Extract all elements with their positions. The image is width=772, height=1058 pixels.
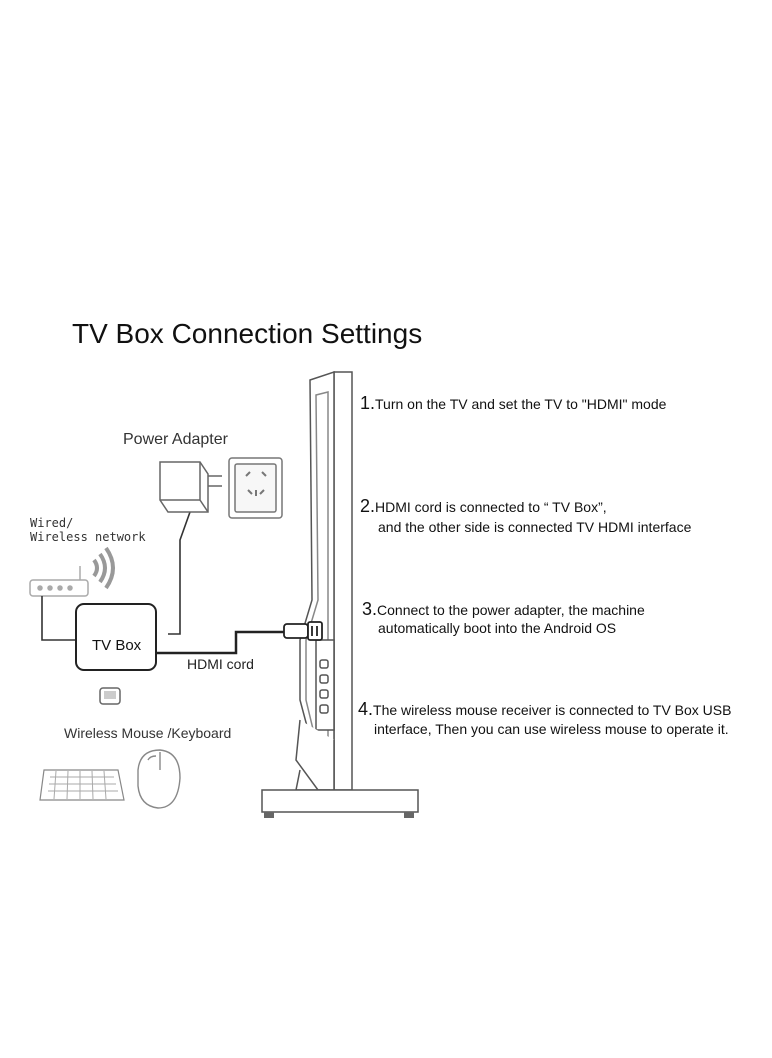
page-title: TV Box Connection Settings [72,318,423,349]
power-adapter-label: Power Adapter [123,431,228,448]
wired-network-label-line1: Wired/ [30,516,74,530]
step-4: 4.The wireless mouse receiver is connect… [358,699,731,720]
hdmi-plug-icon [283,621,323,641]
step-4-number: 4. [358,699,374,719]
step-2-line-1: HDMI cord is connected to “ TV Box”, [375,499,607,515]
step-1: 1.Turn on the TV and set the TV to "HDMI… [360,393,666,414]
wall-socket-icon [228,457,283,519]
step-2-line-2: and the other side is connected TV HDMI … [378,519,692,535]
step-4-line-2: interface, Then you can use wireless mou… [374,721,729,737]
step-3-line-2: automatically boot into the Android OS [378,620,617,636]
tv-box-label: TV Box [92,637,142,654]
step-2-number: 2. [360,496,376,516]
keyboard-icon [39,769,125,801]
tv-box-icon [75,603,157,671]
wireless-mouse-keyboard-label: Wireless Mouse /Keyboard [64,725,232,741]
tv-side-icon [261,370,419,818]
router-icon [29,566,89,597]
step-1-number: 1. [360,393,376,413]
power-cord [168,511,191,635]
step-1-line-1: Turn on the TV and set the TV to "HDMI" … [375,396,667,412]
mouse-icon [137,749,181,809]
step-3-number: 3. [362,599,378,619]
wifi-icon [92,546,115,590]
hdmi-cord [156,630,284,655]
usb-receiver-icon [99,687,121,705]
step-3-line-1: Connect to the power adapter, the machin… [377,602,645,618]
step-3: 3.Connect to the power adapter, the mach… [362,599,645,620]
wired-network-label-line2: Wireless network [30,530,146,544]
hdmi-cord-label: HDMI cord [187,656,254,672]
network-cable [41,596,76,641]
step-2: 2.HDMI cord is connected to “ TV Box”, [360,496,607,517]
power-adapter-icon [159,461,222,513]
step-4-line-1: The wireless mouse receiver is connected… [373,702,732,718]
